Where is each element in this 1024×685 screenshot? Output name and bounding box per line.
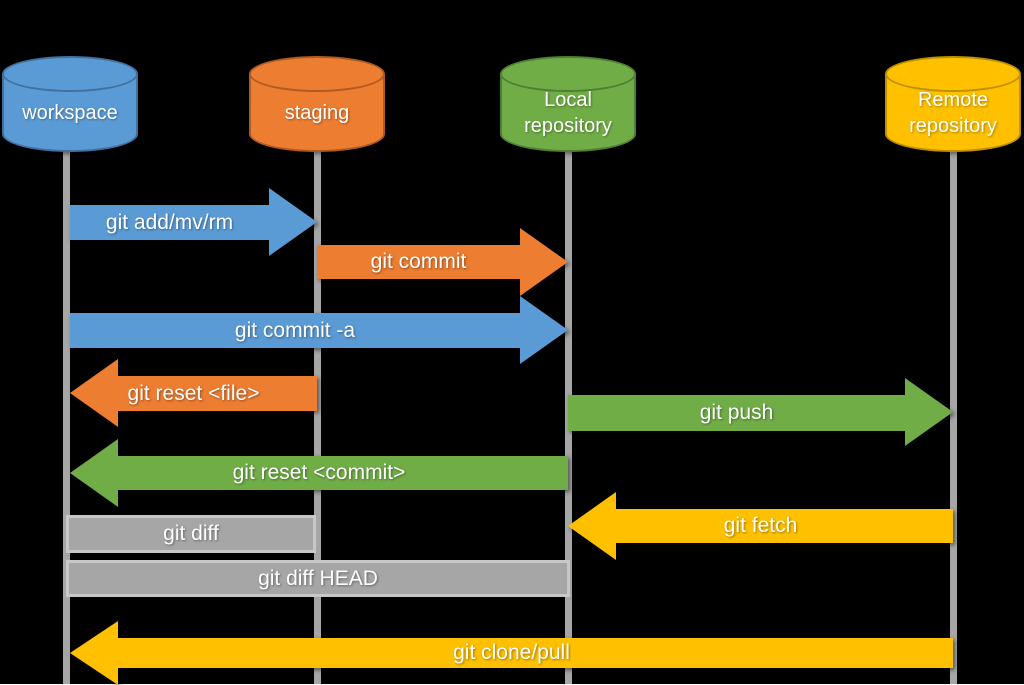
arrow-shaft [118, 456, 568, 490]
arrow-git-add-mv-rm: git add/mv/rm [70, 188, 317, 257]
cylinder-top-ellipse [2, 56, 138, 92]
arrowhead-left-icon [568, 492, 616, 560]
arrow-label: git reset <file> [127, 381, 260, 405]
arrow-shaft [317, 245, 520, 279]
arrow-git-clone-pull: git clone/pull [70, 621, 953, 685]
arrow-git-reset-file: git reset <file> [70, 359, 317, 428]
arrow-label: git reset <commit> [232, 461, 406, 484]
arrow-git-commit: git commit [317, 228, 568, 296]
arrow-label: git push [699, 401, 774, 424]
box-git-diff: git diff [66, 515, 316, 553]
node-remote-repository: Remote repository [885, 56, 1021, 152]
arrow-git-reset-commit: git reset <commit> [70, 439, 568, 507]
node-label-remote-repository: Remote repository [909, 89, 997, 137]
arrowhead-left-icon [70, 359, 118, 427]
node-local-repository: Local repository [500, 56, 636, 152]
box-git-diff-head: git diff HEAD [66, 560, 570, 597]
box-label: git diff HEAD [258, 566, 378, 590]
arrow-shaft [118, 638, 953, 668]
cylinder-top-ellipse [249, 56, 385, 92]
cylinder-top-ellipse [885, 56, 1021, 92]
arrow-label: git add/mv/rm [105, 210, 234, 234]
arrowhead-right-icon [520, 296, 568, 364]
node-label-local-repository: Local repository [524, 89, 612, 137]
lifeline-staging [314, 148, 321, 684]
arrowhead-left-icon [70, 439, 118, 507]
arrowhead-right-icon [905, 378, 953, 446]
node-label-workspace: workspace [22, 102, 118, 124]
arrowhead-left-icon [70, 621, 118, 685]
node-staging: staging [249, 56, 385, 152]
arrow-git-push: git push [568, 378, 953, 448]
arrow-label: git clone/pull [453, 641, 570, 664]
lifeline-workspace [63, 148, 70, 684]
arrow-git-fetch: git fetch [568, 492, 953, 560]
arrow-shaft [70, 313, 520, 348]
arrow-label: git commit [370, 250, 467, 273]
node-workspace: workspace [2, 56, 138, 152]
arrow-label: git fetch [723, 514, 798, 537]
box-label: git diff [163, 522, 219, 545]
arrow-git-commit-a: git commit -a [70, 296, 568, 365]
arrowhead-right-icon [269, 188, 317, 256]
arrow-shaft [70, 205, 269, 240]
arrow-shaft [616, 509, 953, 543]
arrow-label: git commit -a [234, 318, 356, 342]
arrow-shaft [118, 376, 317, 411]
cylinder-top-ellipse [500, 56, 636, 92]
node-label-staging: staging [284, 102, 350, 124]
arrow-shaft [568, 395, 905, 431]
arrowhead-right-icon [520, 228, 568, 296]
lifeline-remote-repository [950, 148, 957, 684]
